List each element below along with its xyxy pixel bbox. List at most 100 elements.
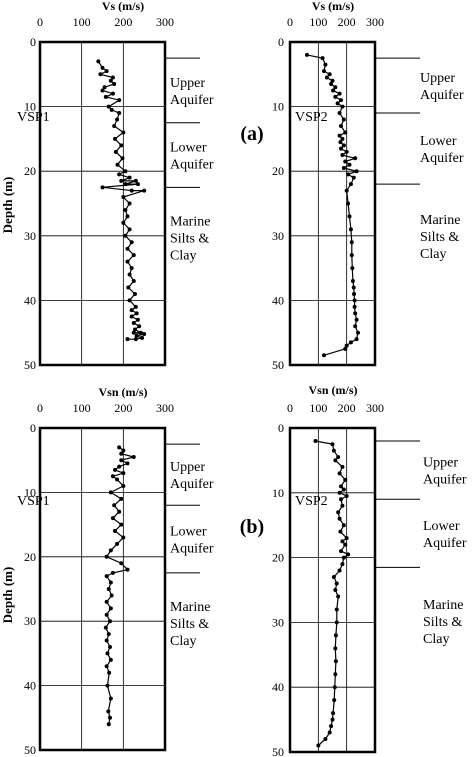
data-point bbox=[341, 165, 346, 170]
y-tick-label: 30 bbox=[24, 614, 36, 628]
data-point bbox=[343, 542, 348, 547]
data-point bbox=[332, 685, 337, 690]
data-point bbox=[339, 146, 343, 151]
data-point bbox=[115, 541, 120, 546]
data-point bbox=[349, 253, 354, 258]
data-point bbox=[125, 337, 130, 342]
x-tick-label: 100 bbox=[309, 15, 327, 29]
data-point bbox=[320, 56, 325, 61]
data-point bbox=[323, 737, 328, 742]
data-point bbox=[104, 554, 109, 559]
data-point bbox=[340, 464, 345, 469]
data-point bbox=[305, 52, 309, 57]
data-point bbox=[313, 438, 318, 443]
data-point bbox=[348, 182, 353, 187]
data-point bbox=[341, 117, 346, 122]
data-point bbox=[117, 509, 122, 514]
plot-frame bbox=[288, 426, 377, 754]
data-point bbox=[333, 672, 338, 677]
data-point bbox=[112, 123, 117, 128]
x-tick-label: 0 bbox=[287, 401, 293, 415]
x-tick-label: 100 bbox=[73, 15, 91, 29]
data-point bbox=[108, 548, 113, 553]
data-point bbox=[121, 220, 126, 225]
y-tick-label: 20 bbox=[24, 550, 36, 564]
data-point bbox=[333, 659, 338, 664]
data-point bbox=[131, 454, 136, 459]
data-point bbox=[104, 574, 109, 579]
data-point bbox=[104, 612, 109, 617]
data-point bbox=[110, 91, 115, 96]
data-point bbox=[113, 467, 117, 472]
data-point bbox=[119, 178, 124, 183]
data-point bbox=[125, 259, 130, 264]
data-point bbox=[333, 588, 338, 592]
data-point bbox=[329, 81, 334, 86]
data-point bbox=[108, 696, 113, 701]
y-tick-label: 0 bbox=[30, 421, 36, 435]
series-line bbox=[315, 440, 350, 746]
data-point bbox=[331, 448, 336, 453]
y-tick-label: 30 bbox=[24, 229, 36, 243]
y-tick-label: 0 bbox=[278, 35, 284, 49]
data-point bbox=[331, 575, 336, 580]
data-point bbox=[121, 471, 126, 476]
data-point bbox=[343, 346, 348, 351]
data-point bbox=[334, 620, 339, 625]
data-point bbox=[127, 298, 132, 303]
data-point bbox=[108, 490, 113, 495]
data-point bbox=[121, 130, 126, 135]
data-point bbox=[133, 337, 138, 342]
y-tick-label: 10 bbox=[24, 100, 36, 114]
data-point bbox=[330, 442, 335, 447]
data-point bbox=[346, 552, 351, 557]
data-point bbox=[340, 562, 345, 567]
data-point bbox=[352, 298, 357, 303]
data-point bbox=[330, 717, 335, 722]
data-point bbox=[354, 337, 359, 342]
data-point bbox=[131, 321, 136, 326]
data-point bbox=[324, 75, 329, 80]
series-line bbox=[306, 54, 359, 356]
x-axis-title: Vs (m/s) bbox=[102, 0, 144, 13]
x-tick-label: 100 bbox=[73, 401, 91, 415]
x-tick-label: 200 bbox=[114, 15, 132, 29]
data-point bbox=[344, 343, 349, 348]
data-point bbox=[339, 123, 343, 128]
data-point bbox=[333, 85, 338, 90]
data-point bbox=[323, 62, 328, 67]
x-tick-label: 0 bbox=[287, 15, 293, 29]
data-point bbox=[108, 644, 112, 649]
data-point bbox=[119, 561, 124, 566]
data-point bbox=[140, 335, 145, 340]
data-point bbox=[339, 98, 343, 103]
data-point bbox=[337, 111, 342, 116]
data-point bbox=[96, 59, 101, 64]
data-point bbox=[332, 698, 337, 703]
data-point bbox=[125, 567, 130, 572]
data-point bbox=[352, 291, 357, 296]
x-tick-label: 300 bbox=[366, 15, 384, 29]
data-point bbox=[137, 324, 142, 329]
x-tick-label: 200 bbox=[338, 15, 356, 29]
data-point bbox=[115, 117, 120, 122]
data-point bbox=[110, 516, 115, 521]
data-point bbox=[100, 65, 105, 70]
x-tick-label: 0 bbox=[37, 401, 43, 415]
data-point bbox=[123, 169, 128, 174]
well-label: VSP1 bbox=[17, 494, 50, 509]
y-tick-label: 40 bbox=[272, 680, 284, 694]
data-point bbox=[115, 162, 120, 167]
y-tick-label: 10 bbox=[24, 485, 36, 499]
data-point bbox=[340, 104, 345, 109]
data-point bbox=[119, 522, 124, 527]
